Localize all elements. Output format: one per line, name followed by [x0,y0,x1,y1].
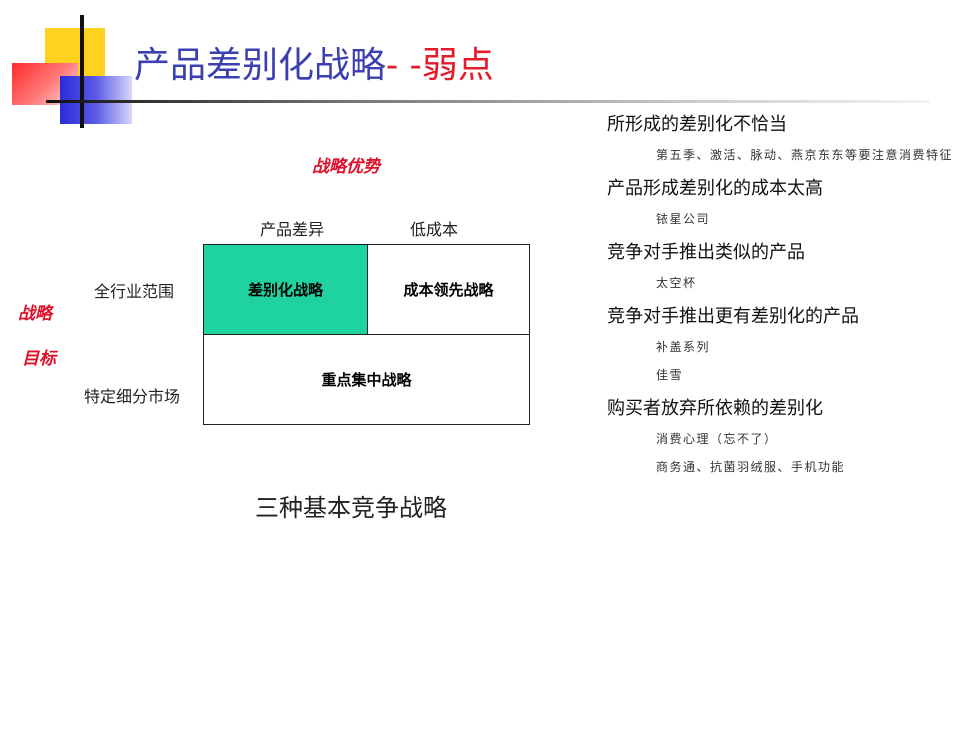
weakness-example: 商务通、抗菌羽绒服、手机功能 [656,460,846,474]
title-underline-decoration [46,100,930,103]
cell-focus-strategy: 重点集中战略 [321,371,412,389]
weakness-example: 补盖系列 [656,340,711,354]
matrix-caption: 三种基本竞争战略 [255,494,447,522]
cell-differentiation-strategy: 差别化战略 [204,245,368,335]
slide-title: 产品差别化战略- -弱点 [134,38,494,94]
title-dash: - - [386,45,422,86]
title-main: 产品差别化战略 [134,45,387,86]
title-accent: 弱点 [421,45,494,86]
weakness-example: 铱星公司 [656,212,711,226]
weakness-item: 竞争对手推出更有差别化的产品 补盖系列 佳雪 [607,304,967,384]
strategic-target-label-line2: 目标 [22,349,56,369]
strategic-advantage-label: 战略优势 [312,157,380,177]
row-header-industry-wide: 全行业范围 [94,282,175,301]
weakness-example: 第五季、激活、脉动、燕京东东等要注意消费特征 [656,148,954,162]
column-header-differentiation: 产品差异 [260,220,325,239]
column-header-low-cost: 低成本 [410,220,459,239]
cell-cost-leadership-strategy: 成本领先战略 [368,245,529,335]
weakness-item: 购买者放弃所依赖的差别化 消费心理（忘不了） 商务通、抗菌羽绒服、手机功能 [607,396,967,476]
weakness-item: 产品形成差别化的成本太高 铱星公司 [607,176,967,228]
weakness-example: 太空杯 [656,276,697,290]
strategic-target-label-line1: 战略 [18,304,52,324]
weakness-heading: 竞争对手推出类似的产品 [607,242,805,263]
weakness-example: 佳雪 [656,368,684,382]
weakness-heading: 所形成的差别化不恰当 [607,114,787,135]
vertical-rule-decoration [80,15,84,128]
weakness-list: 所形成的差别化不恰当 第五季、激活、脉动、燕京东东等要注意消费特征 产品形成差别… [607,112,967,476]
strategy-matrix: 差别化战略 成本领先战略 重点集中战略 [203,244,530,425]
row-header-segment: 特定细分市场 [84,387,181,406]
weakness-item: 所形成的差别化不恰当 第五季、激活、脉动、燕京东东等要注意消费特征 [607,112,967,164]
weakness-heading: 产品形成差别化的成本太高 [607,178,823,199]
weakness-heading: 购买者放弃所依赖的差别化 [607,398,823,419]
weakness-item: 竞争对手推出类似的产品 太空杯 [607,240,967,292]
weakness-heading: 竞争对手推出更有差别化的产品 [607,306,859,327]
weakness-example: 消费心理（忘不了） [656,432,778,446]
